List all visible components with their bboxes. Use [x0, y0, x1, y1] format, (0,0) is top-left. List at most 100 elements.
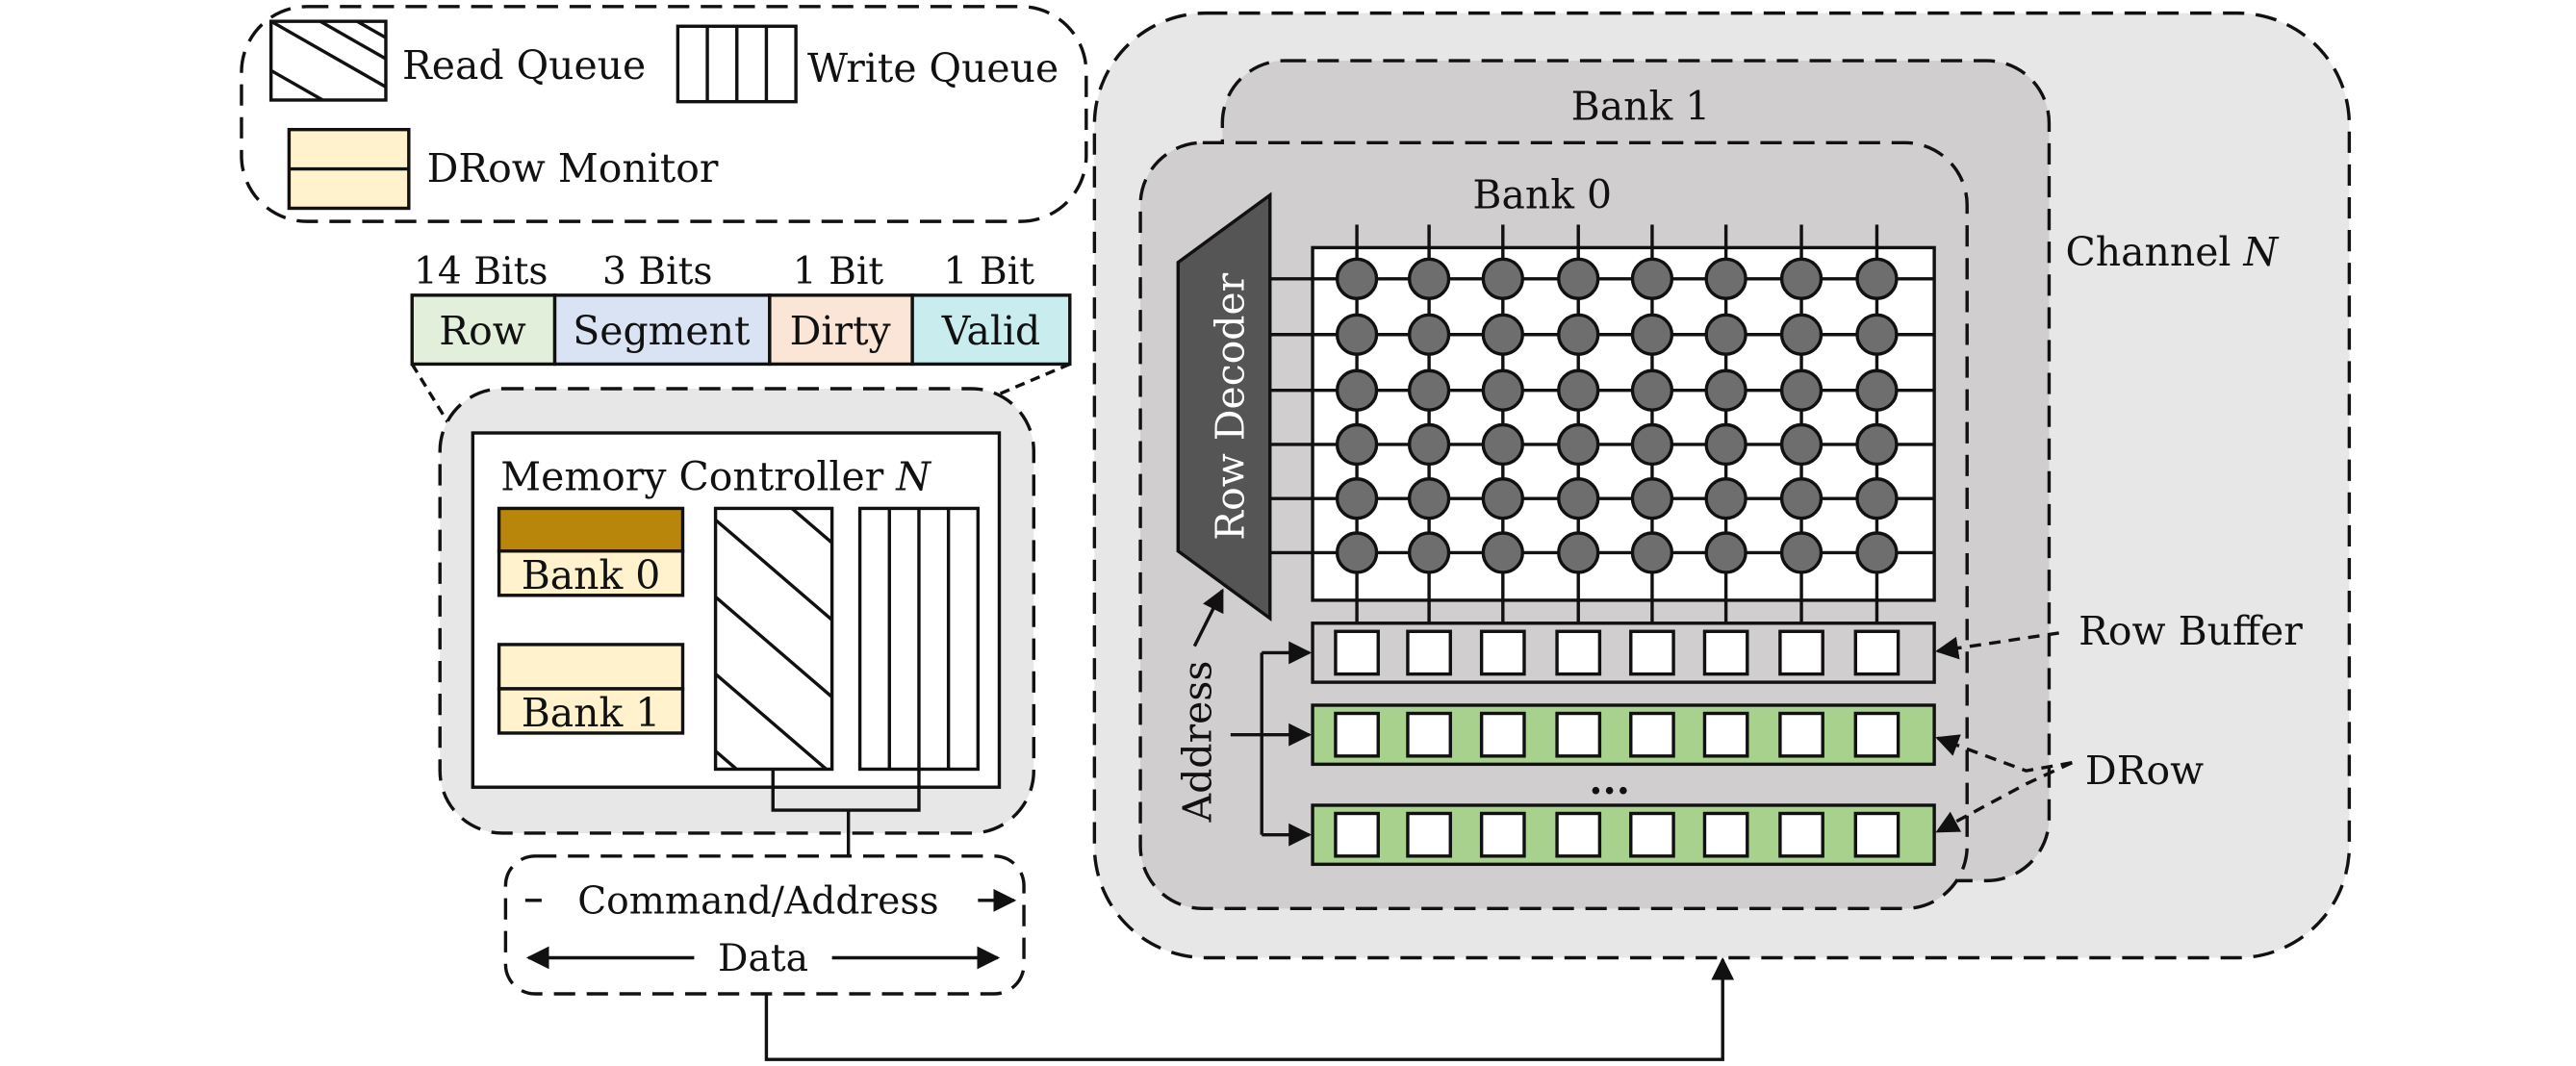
memory-cell	[1630, 531, 1674, 574]
drow-slot	[1479, 811, 1526, 858]
memory-cell	[1779, 313, 1824, 356]
memory-cell	[1481, 422, 1524, 467]
memory-cell	[1481, 257, 1524, 300]
memory-cell	[1704, 368, 1747, 412]
drow-slot	[1555, 811, 1602, 858]
memory-cell	[1335, 368, 1379, 412]
memory-cell	[1630, 422, 1674, 467]
read-queue-legend-icon	[268, 19, 388, 102]
monitor-bank1-label: Bank 1	[522, 690, 661, 736]
memory-cell	[1407, 477, 1451, 520]
memory-cell	[1779, 422, 1824, 467]
drow-monitor-legend-icon	[287, 127, 411, 211]
memory-cell	[1855, 531, 1899, 574]
drow-slot	[1778, 711, 1824, 758]
row-buffer-label: Row Buffer	[2079, 608, 2303, 654]
memory-cell	[1704, 422, 1747, 467]
drow-slot	[1406, 711, 1452, 758]
memory-cell	[1855, 477, 1899, 520]
memory-cell	[1855, 257, 1899, 300]
memory-cell	[1779, 531, 1824, 574]
row-buffer-pointer	[1935, 631, 2059, 660]
buffer-slots	[1334, 629, 1900, 858]
segment-field-label: Segment	[573, 308, 751, 354]
memory-cell	[1407, 422, 1451, 467]
memory-cell	[1630, 257, 1674, 300]
drow-monitor-bank0	[497, 506, 685, 597]
valid-bits-label: 1 Bit	[944, 250, 1035, 293]
drow-slot	[1853, 811, 1900, 858]
write-queue-legend-label: Write Queue	[807, 45, 1058, 91]
drow-slot	[1629, 711, 1675, 758]
memory-cell	[1481, 531, 1524, 574]
memory-cell	[1704, 257, 1747, 300]
row-buffer	[1311, 622, 1936, 684]
drow-slot	[1334, 711, 1380, 758]
data-label: Data	[718, 937, 808, 980]
row-buffer-slot	[1778, 629, 1824, 676]
valid-field	[910, 293, 1072, 367]
memory-cell	[1407, 368, 1451, 412]
memory-cell	[1557, 368, 1600, 412]
row-bits-label: 14 Bits	[414, 250, 548, 293]
memory-cell	[1407, 313, 1451, 356]
drow-slot	[1334, 811, 1380, 858]
write-queue	[857, 506, 981, 772]
dram-channel: Channel N Bank 1 Bank 0 Row Decoder Addr…	[1092, 11, 2352, 960]
row-buffer-slot	[1334, 629, 1380, 676]
row-buffer-slot	[1406, 629, 1452, 676]
monitor-bank0-label: Bank 0	[522, 552, 661, 598]
bus-to-channel-wire	[764, 956, 1735, 1061]
drow-slot	[1406, 811, 1452, 858]
drow-buffer-1	[1311, 703, 1936, 767]
memory-cell	[1855, 313, 1899, 356]
memory-cell	[1335, 313, 1379, 356]
drow-slot	[1853, 711, 1900, 758]
bank0-label: Bank 0	[1472, 171, 1612, 217]
memory-cell	[1481, 368, 1524, 412]
memory-cell	[1557, 313, 1600, 356]
drow-slot	[1555, 711, 1602, 758]
row-field	[410, 293, 557, 367]
memory-cell	[1481, 313, 1524, 356]
memory-cell	[1779, 257, 1824, 300]
drow-monitor-legend-label: DRow Monitor	[427, 145, 719, 191]
row-field-label: Row	[439, 308, 525, 354]
queue-connector	[771, 769, 921, 856]
row-buffer-slot	[1853, 629, 1900, 676]
read-queue	[713, 506, 834, 772]
memory-cell	[1779, 477, 1824, 520]
command-address-label: Command/Address	[577, 879, 938, 923]
memory-cell	[1557, 531, 1600, 574]
memory-cell	[1704, 477, 1747, 520]
row-buffer-slot	[1629, 629, 1675, 676]
address-to-decoder-arrow	[1192, 588, 1224, 647]
drow-ellipsis: ...	[1589, 757, 1630, 803]
channel-label: Channel N	[2065, 229, 2279, 275]
cell-array	[1311, 245, 1936, 602]
drow-label: DRow	[2085, 748, 2204, 794]
memory-cell	[1481, 477, 1524, 520]
memory-cell	[1630, 477, 1674, 520]
memory-cell	[1557, 422, 1600, 467]
bus-group: Command/Address Data	[503, 854, 1735, 1061]
drow-buffer-2	[1311, 803, 1936, 867]
memory-cell	[1855, 368, 1899, 412]
legend: Read Queue Write Queue DRow Monitor	[240, 5, 1088, 223]
drow-slot	[1629, 811, 1675, 858]
memory-cell	[1335, 531, 1379, 574]
memory-cell	[1630, 313, 1674, 356]
row-decoder-label: Row Decoder	[1207, 272, 1253, 540]
drow-monitor-bank1	[497, 643, 685, 735]
cell-grid	[1269, 224, 1935, 630]
memory-cell	[1557, 477, 1600, 520]
segment-field	[552, 293, 772, 367]
dirty-field-label: Dirty	[790, 308, 891, 354]
row-buffer-slot	[1555, 629, 1602, 676]
memory-cell	[1557, 257, 1600, 300]
row-buffer-slot	[1702, 629, 1749, 676]
drow-slot	[1778, 811, 1824, 858]
memory-cell	[1704, 531, 1747, 574]
memory-cell	[1630, 368, 1674, 412]
